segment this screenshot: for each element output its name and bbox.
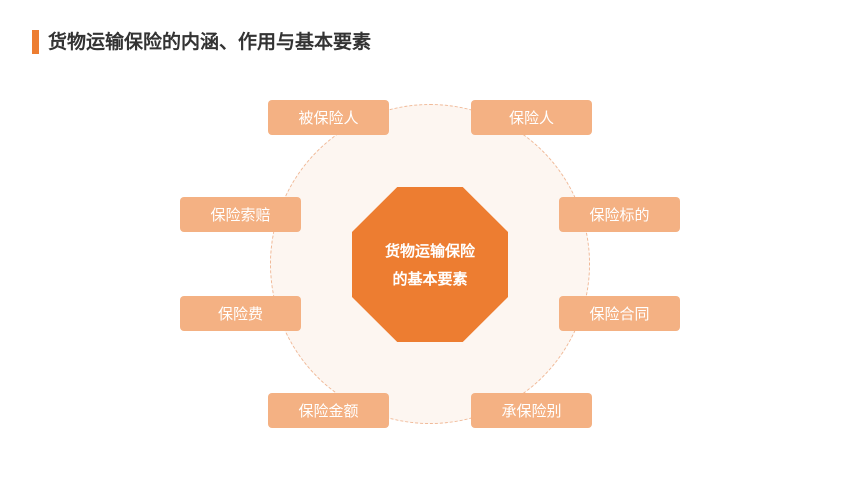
title-accent-bar — [32, 30, 39, 54]
element-premium: 保险费 — [180, 296, 301, 331]
element-insurer: 保险人 — [471, 100, 592, 135]
center-octagon: 货物运输保险 的基本要素 — [352, 187, 508, 342]
center-label-line1: 货物运输保险 — [384, 241, 475, 260]
element-insured-amount: 保险金额 — [268, 393, 389, 428]
center-label-line2: 的基本要素 — [392, 269, 468, 288]
element-coverage-type: 承保险别 — [471, 393, 592, 428]
element-claim: 保险索赔 — [180, 197, 301, 232]
element-subject-matter: 保险标的 — [559, 197, 680, 232]
element-contract: 保险合同 — [559, 296, 680, 331]
element-insured: 被保险人 — [268, 100, 389, 135]
page-title: 货物运输保险的内涵、作用与基本要素 — [48, 31, 372, 53]
